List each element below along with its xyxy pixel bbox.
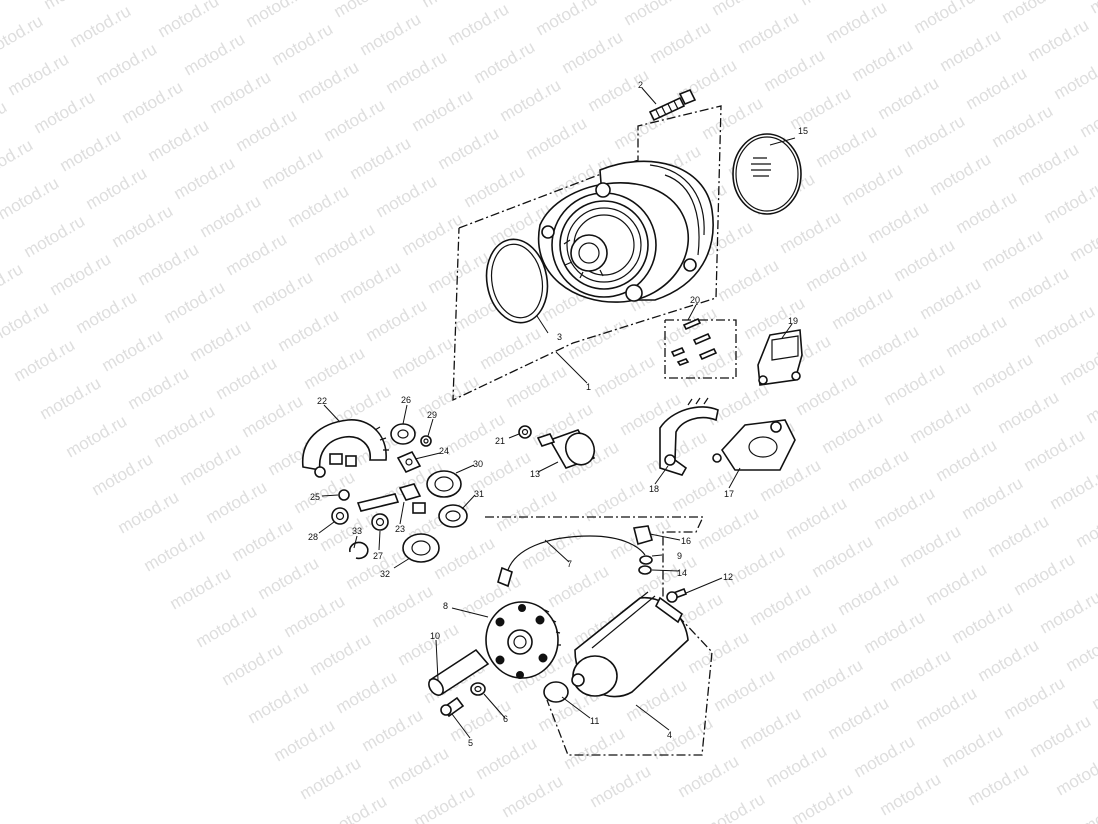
block-24: [396, 450, 422, 474]
alternator-housing: [537, 160, 714, 303]
washer-25: [338, 489, 350, 501]
nut-27: [371, 513, 389, 531]
nut-14: [638, 565, 652, 575]
callout-11: 11: [590, 716, 599, 726]
screw-set-20: [670, 317, 718, 366]
callout-16: 16: [681, 536, 691, 546]
brush-23: [356, 483, 426, 514]
o-ring-15: [732, 133, 802, 215]
callout-1: 1: [586, 382, 591, 392]
callout-3: 3: [557, 332, 562, 342]
callout-2: 2: [638, 80, 643, 90]
callout-10: 10: [430, 631, 440, 641]
callout-8: 8: [443, 601, 448, 611]
screw-set-outline: [664, 319, 737, 379]
washer-9: [639, 555, 653, 565]
washer-6: [470, 682, 486, 696]
callout-22: 22: [317, 396, 327, 406]
callout-30: 30: [473, 459, 483, 469]
callout-21: 21: [495, 436, 505, 446]
callout-9: 9: [677, 551, 682, 561]
bearing-26: [390, 423, 416, 445]
circlip-33: [349, 541, 369, 560]
bearing-30: [426, 470, 462, 498]
callout-18: 18: [649, 484, 659, 494]
cable-7: [497, 535, 646, 588]
starter-motor: [571, 591, 689, 698]
callout-20: 20: [690, 295, 700, 305]
callout-12: 12: [723, 572, 733, 582]
callout-5: 5: [468, 738, 473, 748]
brush-holder-19: [757, 329, 803, 386]
callout-13: 13: [530, 469, 540, 479]
nut-28: [331, 507, 349, 525]
rotor-plate-22: [301, 419, 389, 478]
callout-15: 15: [798, 126, 808, 136]
callout-17: 17: [724, 489, 734, 499]
callout-labels: 1 2 3 4 5 6 7 8 9 10 11 12 13 14 15 16 1…: [308, 80, 808, 748]
shaft-10: [428, 648, 490, 696]
callout-28: 28: [308, 532, 318, 542]
bolt-12: [666, 587, 688, 603]
bolt-5: [440, 696, 465, 718]
stator-plate-18: [659, 397, 719, 476]
bracket-plate-17: [712, 419, 796, 471]
washer-29: [420, 435, 432, 447]
callout-6: 6: [503, 714, 508, 724]
bearing-32: [402, 533, 440, 563]
callout-32: 32: [380, 569, 390, 579]
bolt-2: [648, 88, 697, 122]
callout-26: 26: [401, 395, 411, 405]
callout-14: 14: [677, 568, 687, 578]
callout-4: 4: [667, 730, 672, 740]
bearing-31: [438, 504, 468, 528]
callout-25: 25: [310, 492, 320, 502]
o-ring-3: [485, 238, 549, 324]
terminal-16: [633, 525, 653, 545]
callout-24: 24: [439, 446, 449, 456]
callout-7: 7: [567, 559, 572, 569]
nut-21: [518, 425, 532, 439]
callout-23: 23: [395, 524, 405, 534]
clutch-gear-8: [485, 601, 561, 679]
callout-19: 19: [788, 316, 798, 326]
leader-lines: [318, 87, 796, 739]
callout-31: 31: [474, 489, 484, 499]
callout-33: 33: [352, 526, 362, 536]
callout-29: 29: [427, 410, 437, 420]
solenoid-13: [536, 429, 596, 469]
callout-27: 27: [373, 551, 383, 561]
